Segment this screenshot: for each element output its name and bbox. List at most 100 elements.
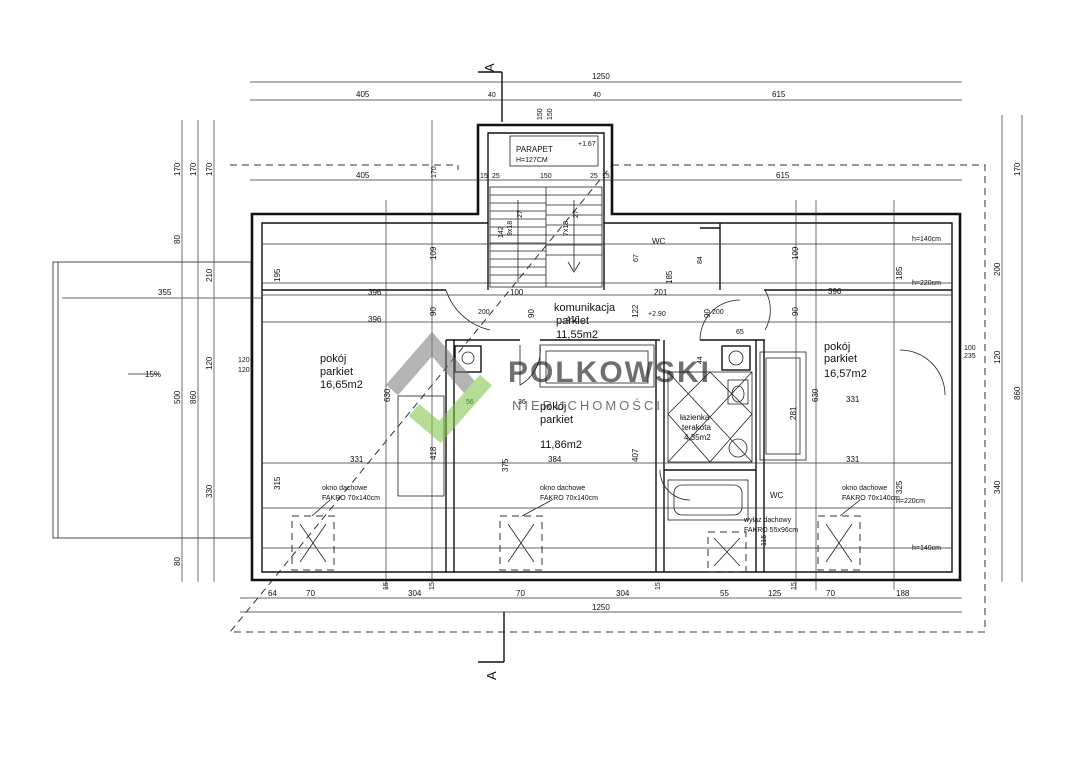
bathroom-fixtures	[667, 371, 753, 521]
roof-exit-label: wyłaz dachowy	[743, 517, 792, 524]
room-right-name: pokój	[824, 341, 850, 353]
dim-left-500: 500	[173, 390, 182, 404]
dim-396a: 396	[368, 288, 382, 297]
dim-second-right: 615	[776, 171, 790, 180]
dim-bottom-total: 1250	[592, 603, 610, 612]
roof-window-left-size: FAKRO 70x140cm	[322, 495, 380, 502]
watermark-brand: POLKOWSKI	[508, 356, 711, 389]
bath-room-area: 4,35m2	[684, 433, 711, 442]
dim-left-120: 120	[205, 356, 214, 370]
doors	[445, 289, 946, 501]
wc-bottom-label: WC	[770, 491, 784, 500]
interior-walls	[262, 223, 952, 572]
dim-top-40a: 40	[488, 92, 496, 99]
roof-window-left-label: okno dachowe	[322, 485, 367, 492]
chimney-right	[721, 345, 751, 371]
hall-floor: parkiet	[556, 315, 589, 327]
slope-label: 15%	[145, 370, 161, 379]
parapet-box	[509, 135, 599, 167]
dim-410: 410	[566, 315, 580, 324]
h140-top: h=140cm	[912, 236, 941, 243]
chimney-left-flue	[461, 351, 475, 365]
room-center-name: pokój	[540, 401, 566, 413]
level-top: +1.67	[578, 141, 596, 148]
dim-bottom-70b: 70	[516, 589, 525, 598]
dim-second-150: 150	[540, 173, 552, 180]
dim-90d: 90	[703, 309, 712, 318]
dim-36: 36	[518, 399, 526, 406]
dim-bottom-70c: 70	[826, 589, 835, 598]
dim-top-40b: 40	[593, 92, 601, 99]
dim-bottom-304a: 304	[408, 589, 422, 598]
dim-84: 84	[697, 256, 704, 264]
furniture	[397, 344, 807, 497]
dim-90b: 90	[791, 307, 800, 316]
dim-90c: 90	[527, 309, 536, 318]
stairs-dim-918: 9x18	[507, 221, 514, 236]
dim-second-15a: 15	[480, 173, 488, 180]
roof-window-right-size: FAKRO 70x140cm	[842, 495, 900, 502]
dim-200b: 200	[712, 309, 724, 316]
dim-bottom-15d: 15	[791, 582, 798, 590]
dim-second-25: 25	[492, 173, 500, 180]
stairs-dim-142: 142	[498, 226, 505, 238]
chimney-right-flue	[728, 350, 744, 366]
dim-355: 355	[158, 288, 172, 297]
staircase	[489, 186, 603, 288]
dim-right-340: 340	[993, 480, 1002, 494]
dim-281: 281	[789, 406, 798, 420]
dim-right-200: 200	[993, 262, 1002, 276]
dim-630b: 630	[811, 388, 820, 402]
dim-left-80a: 80	[173, 235, 182, 244]
roof-window-center-label: okno dachowe	[540, 485, 585, 492]
bath-room-name: łazienka	[680, 413, 710, 422]
dim-bottom-15b: 15	[429, 582, 436, 590]
dim-left-860: 860	[189, 390, 198, 404]
dim-384: 384	[548, 455, 562, 464]
h220-top: h=220cm	[912, 280, 941, 287]
dim-right-120: 120	[993, 350, 1002, 364]
dim-top-left: 405	[356, 90, 370, 99]
dim-second-170: 170	[431, 166, 438, 178]
dim-396b: 396	[368, 315, 382, 324]
dim-331c: 331	[846, 455, 860, 464]
bath-room-floor: terakota	[682, 423, 711, 432]
hall-area: 11,55m2	[556, 329, 598, 341]
dim-second-25b: 25	[590, 173, 598, 180]
room-right-floor: parkiet	[824, 353, 857, 365]
dim-195: 195	[273, 268, 282, 282]
h220-bottom: h=220cm	[896, 498, 925, 505]
dim-bottom-15a: 15	[383, 582, 390, 590]
roof-windows	[291, 499, 861, 573]
dim-331a: 331	[350, 455, 364, 464]
dim-left-80b: 80	[173, 557, 182, 566]
dim-100b: 100	[964, 345, 976, 352]
roof-window-center-size: FAKRO 70x140cm	[540, 495, 598, 502]
dim-90a: 90	[429, 307, 438, 316]
dim-120c: 120	[238, 367, 250, 374]
dim-bottom-188: 188	[896, 589, 910, 598]
hall-name: komunikacja	[554, 302, 616, 314]
dim-left-170c: 170	[205, 162, 214, 176]
dim-418: 418	[429, 446, 438, 460]
dim-630a: 630	[383, 388, 392, 402]
dim-100: 100	[510, 288, 524, 297]
dim-200a: 200	[478, 309, 490, 316]
dim-120b: 120	[238, 357, 250, 364]
dim-right-860: 860	[1013, 386, 1022, 400]
room-right-area: 16,57m2	[824, 368, 867, 380]
dim-right-170: 170	[1013, 162, 1022, 176]
roof-exit-size: FAKRO 55x96cm	[744, 527, 798, 534]
room-left-area: 16,65m2	[320, 379, 363, 391]
outer-wall	[250, 123, 962, 582]
dim-109a: 109	[429, 246, 438, 260]
dim-115: 115	[761, 535, 768, 546]
dim-122: 122	[631, 304, 640, 318]
h140-bottom: h=140cm	[912, 545, 941, 552]
dim-bottom-70a: 70	[306, 589, 315, 598]
dim-left-210: 210	[205, 268, 214, 282]
dim-109b: 109	[791, 246, 800, 260]
dim-235: 235	[964, 353, 976, 360]
dim-left-170b: 170	[189, 162, 198, 176]
